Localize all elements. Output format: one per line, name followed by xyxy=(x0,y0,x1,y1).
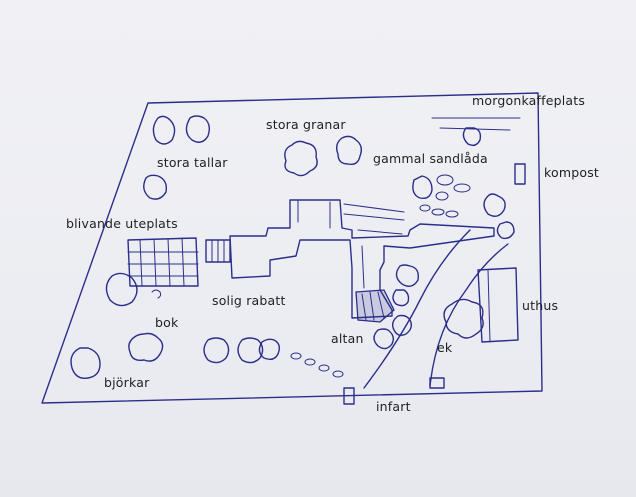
label-solig-rabatt: solig rabatt xyxy=(212,293,286,308)
label-ek: ek xyxy=(437,340,453,355)
label-altan: altan xyxy=(331,331,364,346)
stora-tallar-trees xyxy=(143,115,211,200)
label-bjorkar: björkar xyxy=(104,375,150,390)
morgonkaffeplats-area xyxy=(431,117,521,147)
uthus-building xyxy=(477,221,519,343)
kompost-box xyxy=(514,163,526,185)
label-gammal-sandlada: gammal sandlåda xyxy=(373,151,488,166)
property-boundary xyxy=(41,92,543,404)
infart-gate-post-right xyxy=(429,377,445,389)
sandlada-area xyxy=(412,174,506,218)
ek-tree xyxy=(443,298,484,339)
label-blivande-uteplats: blivande uteplats xyxy=(66,216,178,231)
label-uthus: uthus xyxy=(522,298,559,313)
label-bok: bok xyxy=(155,315,179,330)
label-stora-granar: stora granar xyxy=(266,117,346,132)
solig-rabatt-plants xyxy=(373,264,420,350)
bok-tree xyxy=(128,332,164,362)
label-infart: infart xyxy=(376,399,411,414)
uteplats-grid xyxy=(127,237,199,287)
house xyxy=(229,199,495,319)
stora-granar-trees xyxy=(284,135,363,177)
label-kompost: kompost xyxy=(544,165,600,180)
bottom-shrubs xyxy=(203,337,344,378)
steps xyxy=(205,239,231,263)
bjorkar-tree xyxy=(70,347,101,379)
label-morgonkaffeplats: morgonkaffeplats xyxy=(472,93,586,108)
label-stora-tallar: stora tallar xyxy=(157,155,228,170)
infart-gate-post-left xyxy=(343,387,355,405)
infart-path xyxy=(363,229,471,389)
